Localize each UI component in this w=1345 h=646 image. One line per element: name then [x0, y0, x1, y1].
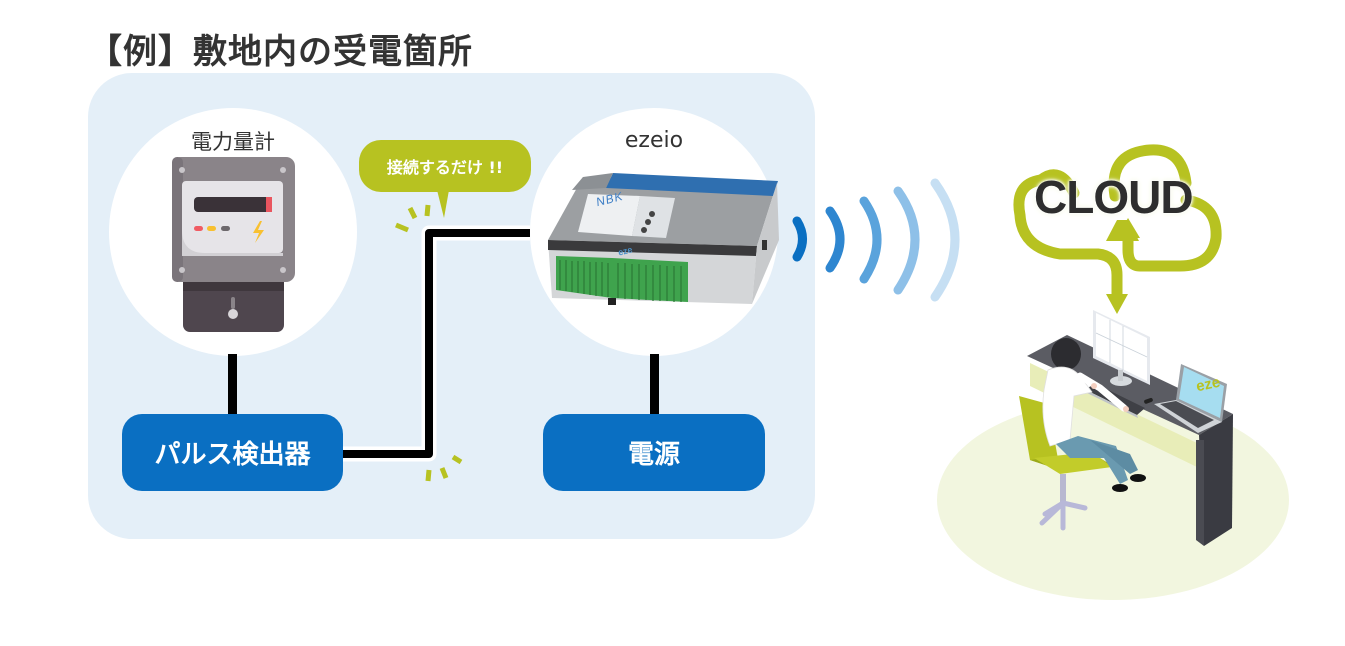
connector-pulse-ezeio	[343, 225, 530, 462]
pulse-detector-box: パルス検出器	[122, 414, 343, 491]
cloud-down-arrow-icon	[1106, 294, 1128, 314]
spark-top-icon	[395, 204, 431, 233]
callout-bubble: 接続するだけ !!	[359, 140, 531, 192]
connector-ezeio-power	[650, 354, 659, 416]
spark-bottom-icon	[425, 454, 463, 482]
meter-label: 電力量計	[191, 130, 275, 154]
ezeio-device-icon	[548, 173, 779, 305]
connector-meter-pulse	[228, 354, 237, 416]
electric-meter-icon	[172, 157, 295, 332]
callout-pointer	[437, 190, 449, 218]
floor-area	[937, 400, 1289, 600]
cloud-icon	[1013, 144, 1222, 306]
person-at-desk-icon	[1019, 310, 1233, 546]
wireless-signal-icon	[792, 178, 960, 302]
power-supply-box: 電源	[543, 414, 765, 491]
page-title: 【例】敷地内の受電箇所	[88, 32, 473, 72]
cloud-label: CLOUD	[1034, 171, 1194, 223]
ezeio-label: ezeio	[624, 128, 684, 153]
